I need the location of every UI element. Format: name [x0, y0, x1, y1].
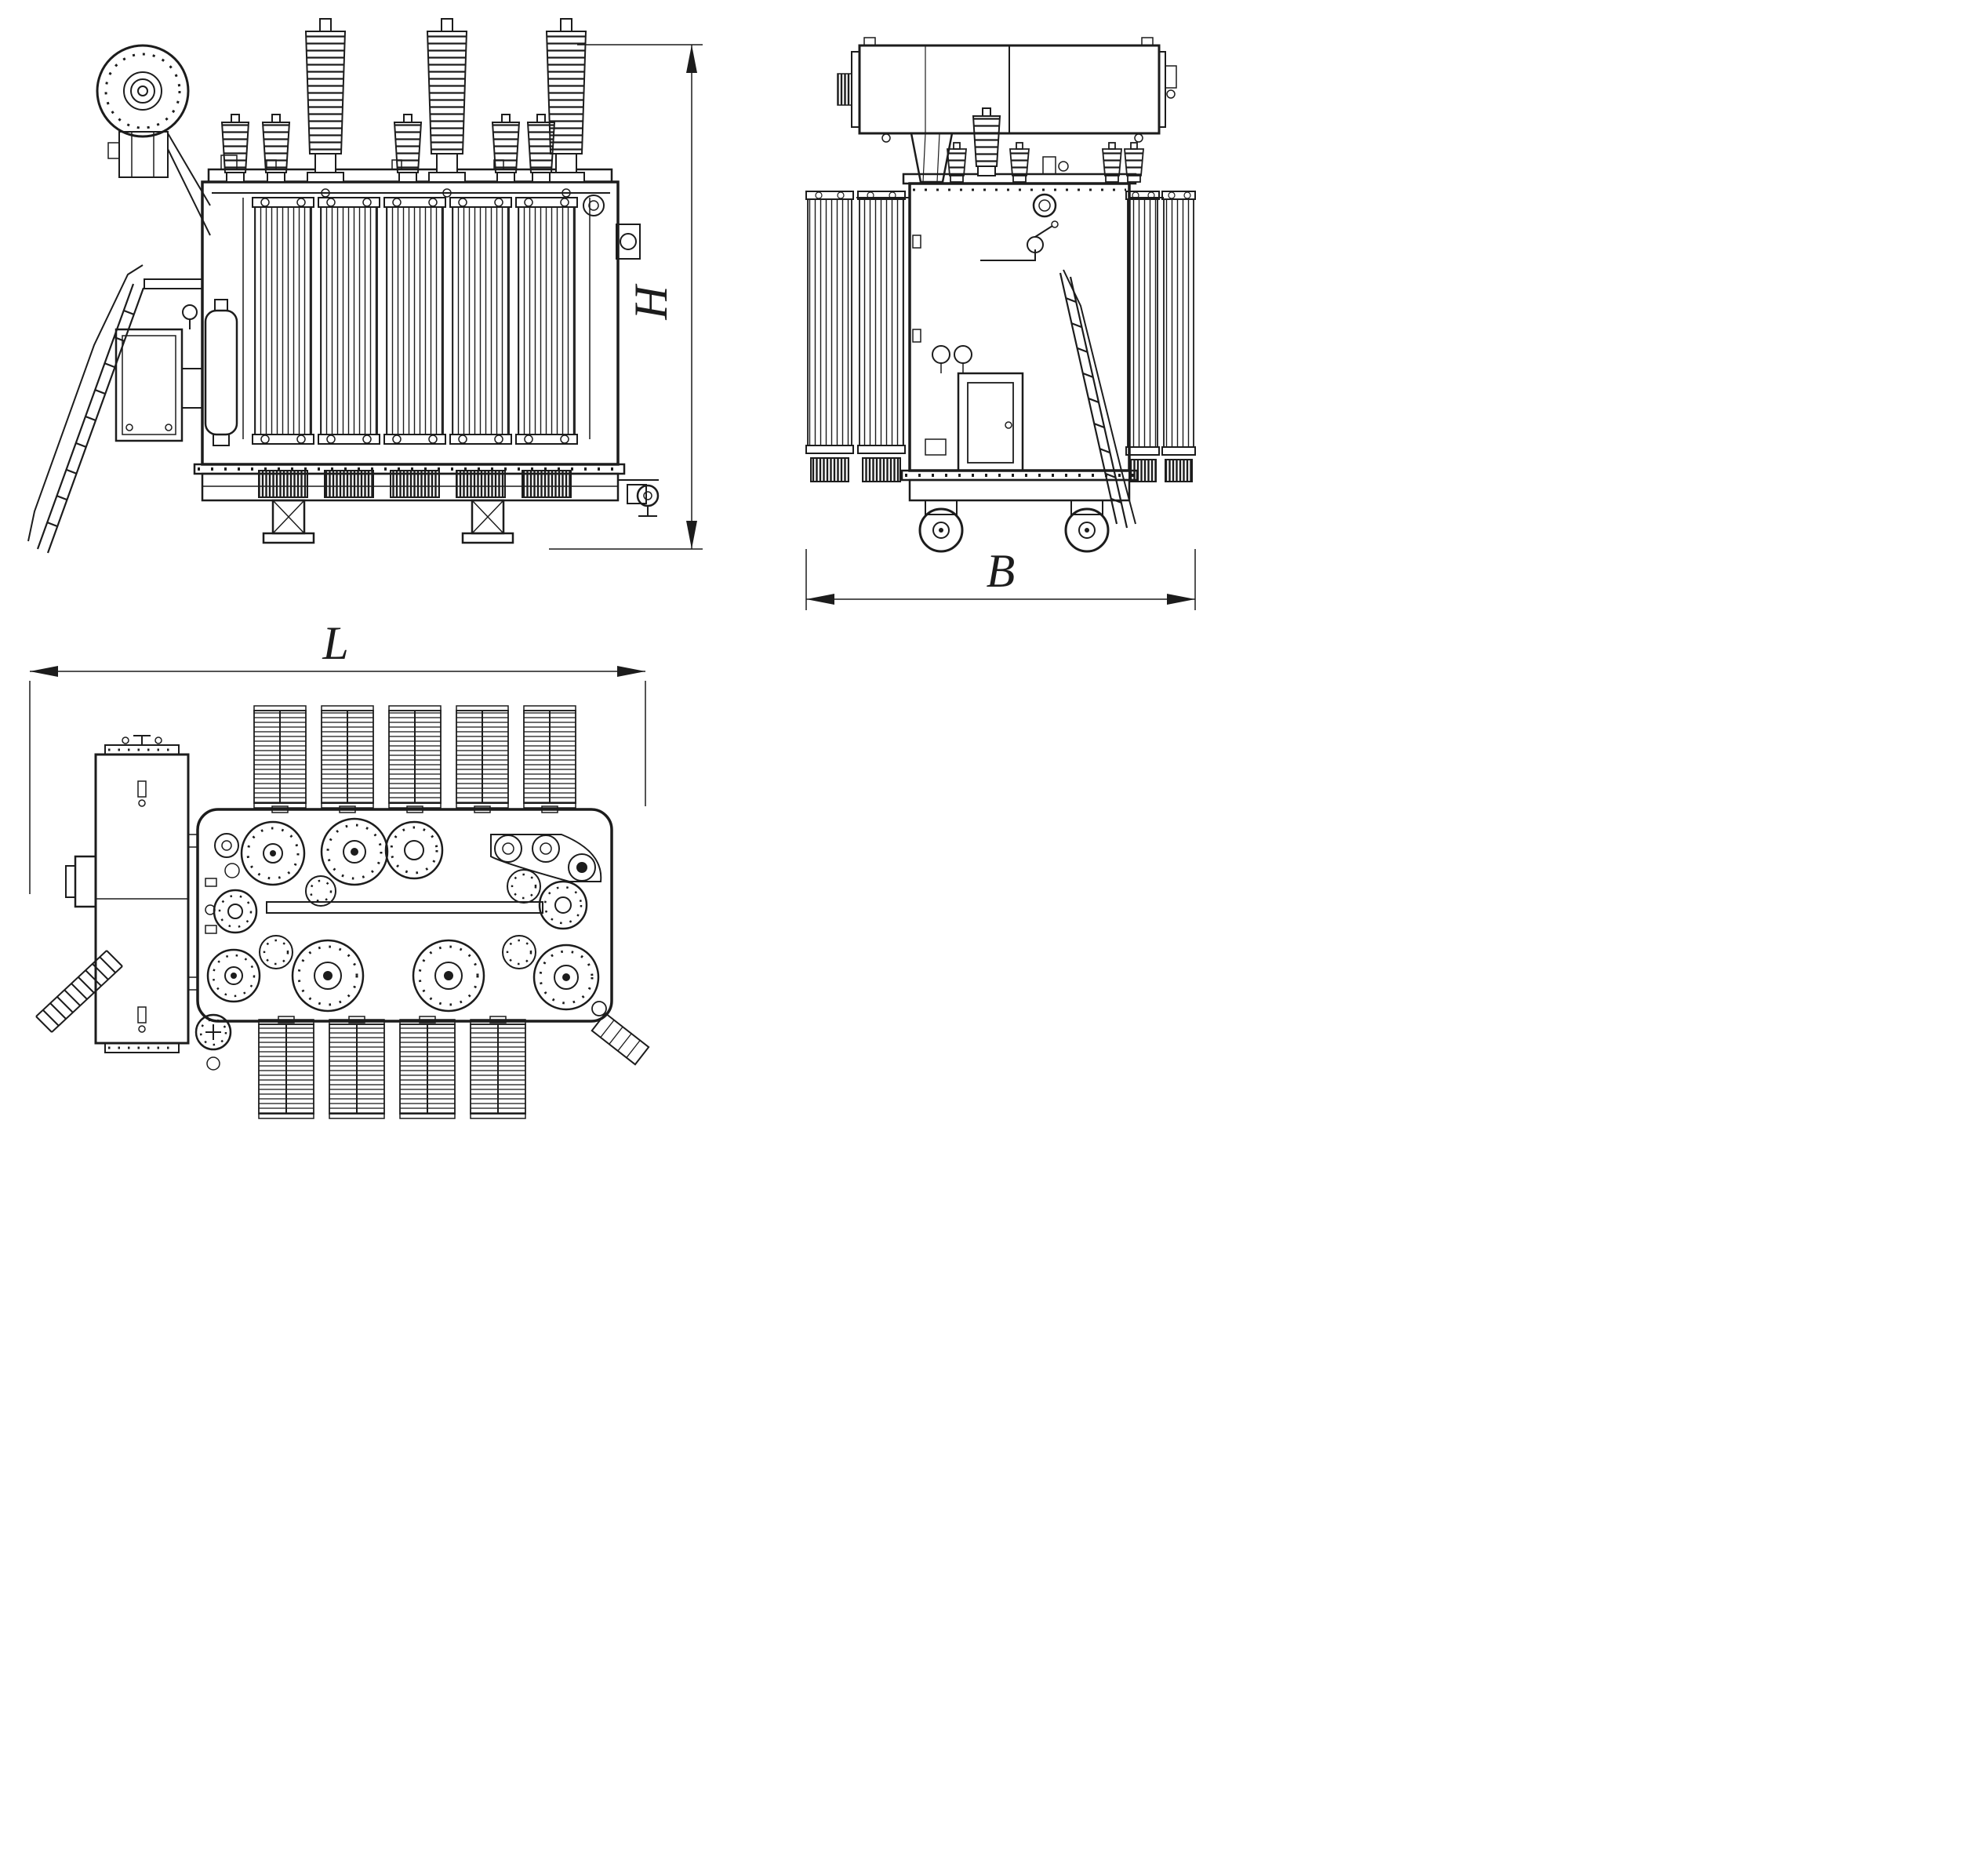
corner-valve-top	[591, 1001, 607, 1016]
drain-chute-top	[591, 1012, 650, 1066]
radiators-top-lower	[258, 1016, 526, 1119]
dimension-length: L	[29, 617, 646, 894]
radiators-side-left	[805, 191, 906, 482]
radiators-side-right	[1125, 191, 1196, 482]
left-equipment-front	[114, 299, 238, 446]
control-cabinet-side	[957, 372, 1024, 472]
dimension-width: B	[805, 545, 1196, 610]
dim-width-label: B	[987, 545, 1016, 597]
tank-top	[196, 808, 613, 1023]
conservator-top	[65, 735, 198, 1053]
dimension-height: H	[549, 44, 703, 550]
side-view: B	[805, 37, 1196, 610]
top-view: L	[29, 617, 650, 1119]
ladder-top	[35, 950, 123, 1033]
radiators-top-upper	[253, 705, 576, 813]
radiators-front	[252, 197, 578, 498]
cover-flanges-top	[194, 817, 602, 1071]
ladder-side	[1059, 269, 1136, 529]
hv-bushings-front	[221, 18, 587, 183]
base-side	[900, 469, 1139, 553]
base-front	[193, 463, 660, 544]
dim-height-label: H	[625, 283, 677, 321]
conservator-end-front	[96, 44, 211, 236]
front-view: H	[27, 18, 703, 554]
dim-length-label: L	[322, 617, 348, 669]
